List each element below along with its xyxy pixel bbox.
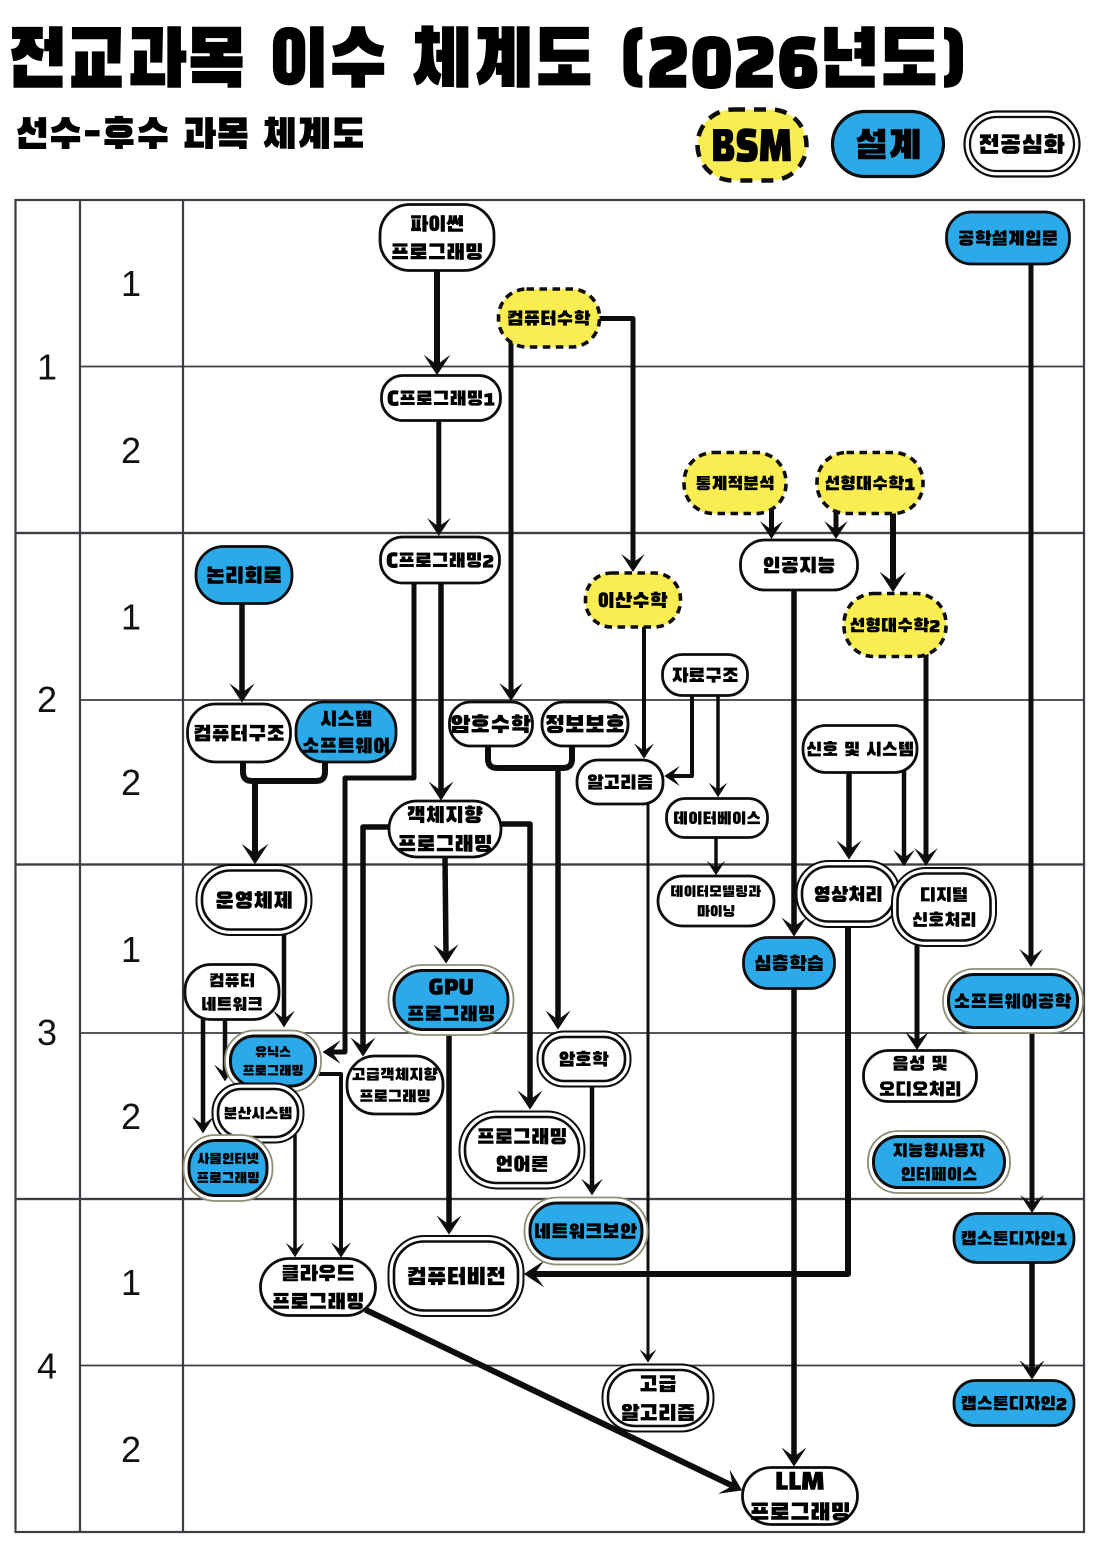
svg-text:1: 1 bbox=[121, 263, 141, 304]
svg-text:4: 4 bbox=[37, 1346, 57, 1387]
svg-text:3: 3 bbox=[37, 1012, 57, 1053]
svg-text:2: 2 bbox=[37, 679, 57, 720]
svg-text:2: 2 bbox=[121, 1429, 141, 1470]
svg-text:1: 1 bbox=[37, 347, 57, 388]
svg-text:2: 2 bbox=[121, 430, 141, 471]
svg-text:2: 2 bbox=[121, 762, 141, 803]
svg-text:1: 1 bbox=[121, 929, 141, 970]
svg-text:1: 1 bbox=[121, 597, 141, 638]
svg-text:1: 1 bbox=[121, 1262, 141, 1303]
svg-text:2: 2 bbox=[121, 1096, 141, 1137]
